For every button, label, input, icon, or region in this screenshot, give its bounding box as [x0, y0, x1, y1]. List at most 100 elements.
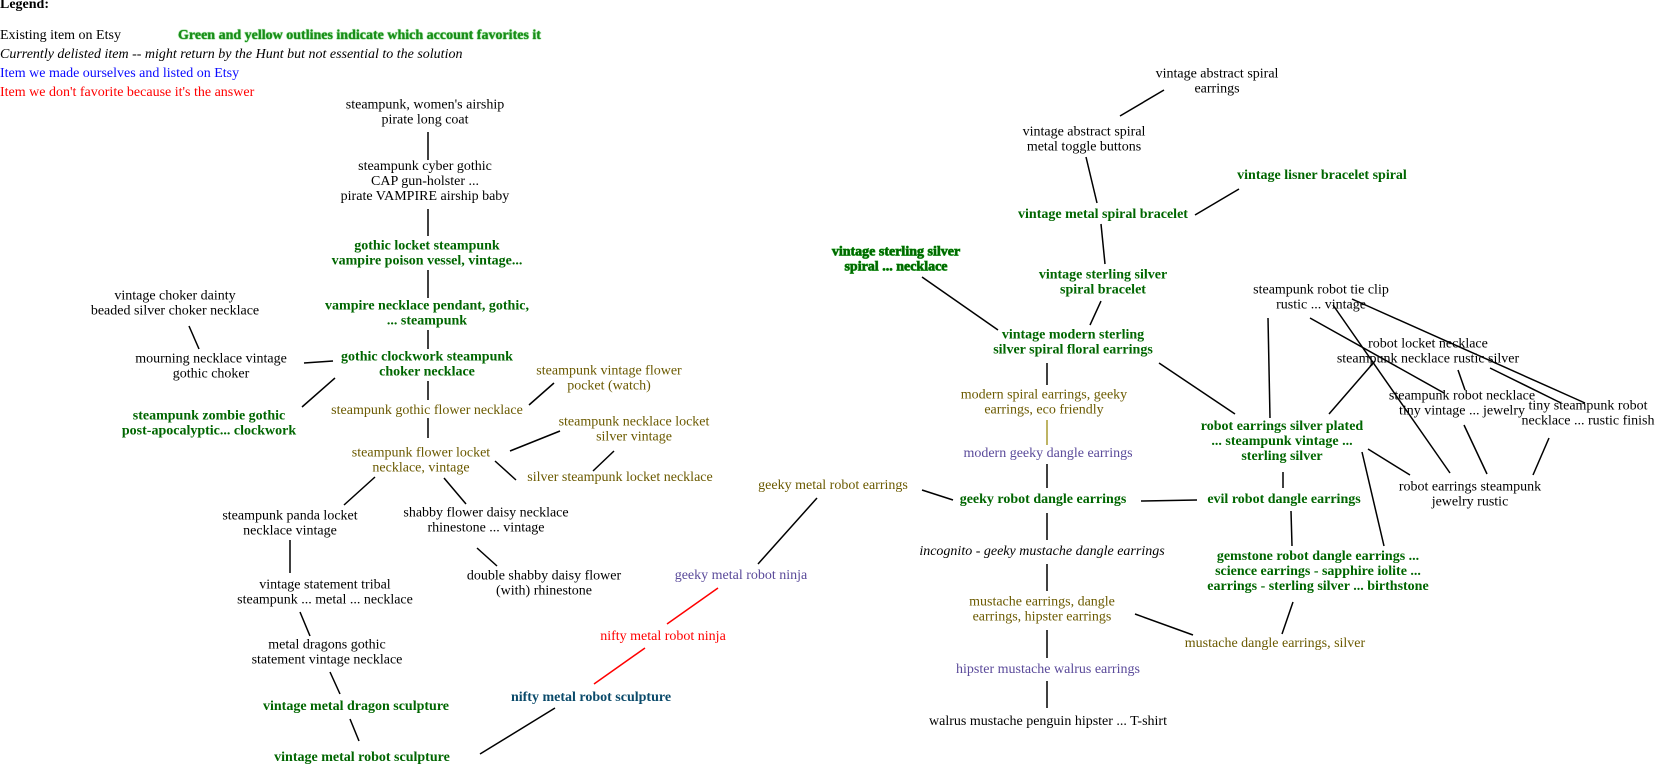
edge-evil-robot-to-gemstone-robot [1290, 510, 1293, 547]
node-label: jewelry rustic [1431, 495, 1509, 510]
edge-robot-tie-clip-to-tiny-robot-necklace [1351, 298, 1586, 404]
node-label: vintage choker dainty [114, 289, 235, 304]
edge-vintage-flower-pocket-to-gothic-flower-necklace [528, 382, 555, 406]
node-label: vintage lisner bracelet spiral [1237, 168, 1407, 183]
edge-spiral-earrings-abstract-to-toggle-buttons [1119, 89, 1165, 117]
node-label: ... steampunk vintage ... [1211, 434, 1352, 449]
edge-lisner-bracelet-to-metal-spiral-bracelet [1194, 188, 1240, 216]
node-label: vintage metal robot sculpture [274, 750, 450, 765]
node-double-daisy: double shabby daisy flower(with) rhinest… [467, 569, 622, 599]
node-zombie-gothic: steampunk zombie gothicpost-apocalyptic.… [122, 409, 296, 439]
node-robot-earrings-silver: robot earrings silver plated... steampun… [1201, 419, 1364, 464]
node-label: choker necklace [379, 365, 475, 380]
node-label: post-apocalyptic... clockwork [122, 424, 296, 439]
node-label: statement vintage necklace [252, 653, 403, 668]
node-label: silver vintage [596, 430, 672, 445]
node-label: earrings, hipster earrings [973, 610, 1112, 625]
node-label: (with) rhinestone [496, 584, 592, 599]
node-dragon-sculpture: vintage metal dragon sculpture [263, 699, 449, 714]
edge-robot-earrings-silver-to-robot-earrings-jewelry [1367, 448, 1411, 476]
edge-sterling-spiral-bracelet-to-floral-earrings [1089, 300, 1102, 326]
node-label: vintage metal dragon sculpture [263, 699, 449, 714]
legend-answer-item: Item we don't favorite because it's the … [0, 85, 255, 100]
edge-robot-locket-to-robot-necklace-tiny [1457, 369, 1466, 391]
node-label: gothic choker [173, 367, 250, 382]
node-incognito: incognito - geeky mustache dangle earrin… [919, 544, 1165, 559]
node-label: mustache dangle earrings, silver [1185, 636, 1366, 651]
node-label: sterling silver [1241, 449, 1322, 464]
node-silver-locket: silver steampunk locket necklace [527, 470, 712, 485]
legend-title: Legend: [0, 0, 49, 12]
node-label: vintage sterling silver [832, 245, 960, 260]
node-label: earrings - sterling silver ... birthston… [1207, 579, 1428, 594]
node-nifty-sculpture: nifty metal robot sculpture [511, 690, 671, 705]
node-mustache-silver: mustache dangle earrings, silver [1185, 636, 1366, 651]
edge-geeky-ninja-to-geeky-robot-earrings [757, 497, 818, 565]
node-label: necklace, vintage [372, 461, 469, 476]
node-label: vintage modern sterling [1002, 328, 1144, 343]
node-label: steampunk robot tie clip [1253, 283, 1389, 298]
node-gemstone-robot: gemstone robot dangle earrings ...scienc… [1207, 549, 1428, 594]
legend: Legend: Existing item on Etsy Green and … [0, 0, 620, 100]
node-label: ... steampunk [387, 314, 467, 329]
node-label: vintage metal spiral bracelet [1018, 207, 1188, 222]
node-label: vintage sterling silver [1039, 268, 1167, 283]
node-gothic-flower-necklace: steampunk gothic flower necklace [331, 403, 523, 418]
edge-necklace-locket-silver-to-silver-locket [592, 450, 615, 472]
node-modern-geeky-dangle: modern geeky dangle earrings [963, 446, 1132, 461]
node-label: robot earrings steampunk [1399, 480, 1541, 495]
node-label: walrus mustache penguin hipster ... T-sh… [929, 714, 1167, 729]
node-label: vampire poison vessel, vintage... [332, 254, 523, 269]
node-label: CAP gun-holster ... [371, 174, 479, 189]
node-label: vintage abstract spiral [1023, 125, 1146, 140]
node-label: metal toggle buttons [1027, 140, 1141, 155]
node-label: necklace vintage [243, 524, 337, 539]
edge-gemstone-robot-to-mustache-silver [1281, 601, 1294, 635]
node-robot-sculpture: vintage metal robot sculpture [274, 750, 450, 765]
node-lisner-bracelet: vintage lisner bracelet spiral [1237, 168, 1407, 183]
node-label: spiral bracelet [1060, 283, 1146, 298]
legend-delisted-item: Currently delisted item -- might return … [0, 47, 463, 62]
node-label: robot locket necklace [1368, 337, 1488, 352]
node-label: vintage abstract spiral [1156, 67, 1279, 82]
node-label: steampunk necklace rustic silver [1337, 352, 1520, 367]
node-geeky-ninja: geeky metal robot ninja [675, 568, 808, 583]
legend-outline-note: Green and yellow outlines indicate which… [178, 28, 541, 43]
edge-metal-dragons-to-dragon-sculpture [329, 671, 341, 695]
edge-clockwork-choker-to-zombie-gothic [301, 377, 336, 408]
node-label: tiny steampunk robot [1529, 399, 1648, 414]
node-metal-spiral-bracelet: vintage metal spiral bracelet [1018, 207, 1188, 222]
node-label: gothic locket steampunk [354, 239, 500, 254]
node-label: science earrings - sapphire iolite ... [1215, 564, 1421, 579]
edge-geeky-robot-earrings-to-geeky-robot-dangle [921, 489, 954, 501]
graph-edges [188, 89, 1586, 755]
edge-robot-necklace-tiny-to-robot-earrings-jewelry [1463, 424, 1488, 475]
node-label: gemstone robot dangle earrings ... [1217, 549, 1419, 564]
edge-geeky-robot-dangle-to-evil-robot [1140, 499, 1198, 502]
edge-tiny-robot-necklace-to-robot-earrings-jewelry [1532, 437, 1550, 476]
node-label: geeky metal robot earrings [758, 478, 908, 493]
edge-robot-locket-to-robot-earrings-silver [1328, 360, 1376, 415]
node-label: steampunk vintage flower [536, 364, 682, 379]
node-label: geeky metal robot ninja [675, 568, 808, 583]
node-label: beaded silver choker necklace [91, 304, 259, 319]
legend-made-item: Item we made ourselves and listed on Ets… [0, 66, 240, 81]
node-label: nifty metal robot sculpture [511, 690, 671, 705]
